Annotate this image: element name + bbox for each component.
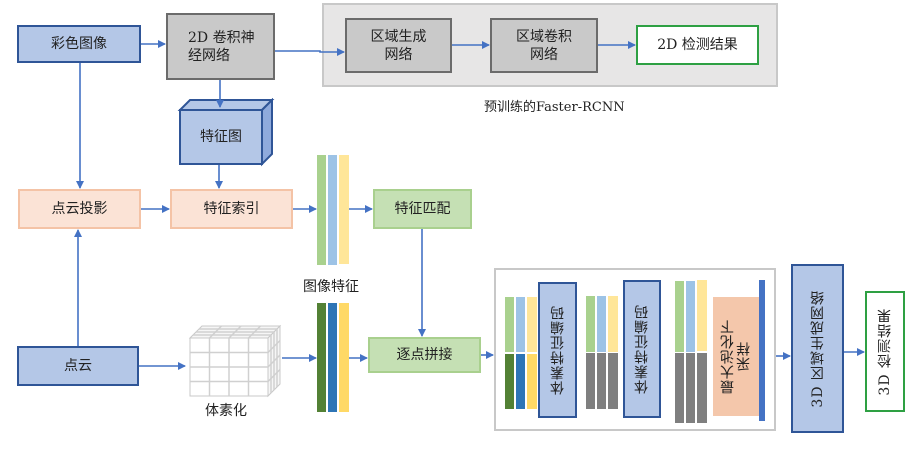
det-3d-node[interactable]: 3D 检测结果 xyxy=(865,291,905,412)
stack1-bar-lblue xyxy=(516,297,525,352)
stack1-bar-dgreen xyxy=(505,354,514,409)
feature-matching-node[interactable]: 特征匹配 xyxy=(373,189,472,229)
maxpool-output-bar xyxy=(759,280,765,421)
voxelization-caption: 体素化 xyxy=(205,403,247,419)
rcnn-node[interactable]: 区域卷积 网络 xyxy=(490,18,598,73)
stack2-bar-gray2 xyxy=(597,353,606,409)
pc-projection-node[interactable]: 点云投影 xyxy=(18,189,141,229)
stack2-bar-gray1 xyxy=(586,353,595,409)
stack2-bar-lblue xyxy=(597,296,606,352)
pointwise-concat-node[interactable]: 逐点拼接 xyxy=(368,337,481,373)
stack1-bar-lgreen xyxy=(505,297,514,352)
cnn-2d-line2: 经网络 xyxy=(188,47,230,64)
stack3-bar-lyellow xyxy=(697,280,707,351)
stack3-bar-gray2 xyxy=(686,353,695,423)
stack1-bar-dblue xyxy=(516,354,525,409)
image-feature-bar-yellow xyxy=(339,155,349,264)
voxel-encoder-2-node[interactable]: 体素特征编码 xyxy=(623,280,661,418)
rpn-line2: 网络 xyxy=(384,46,413,63)
image-feature-bar-green xyxy=(317,155,326,265)
stack2-bar-lgreen xyxy=(586,296,595,352)
point-feature-bar-blue xyxy=(328,303,337,412)
voxel-grid-icon xyxy=(188,324,282,398)
point-feature-bar-yellow xyxy=(339,303,349,412)
stack3-bar-gray1 xyxy=(675,353,684,423)
cnn-2d-line1: 2D 卷积神 xyxy=(188,29,255,46)
faster-rcnn-caption: 预训练的Faster-RCNN xyxy=(484,100,625,115)
wire-cnn-to-rpn xyxy=(275,48,345,56)
feature-map-cube-icon xyxy=(177,98,275,167)
voxel-encoder-1-node[interactable]: 体素特征编码 xyxy=(538,282,577,418)
rpn-line1: 区域生成 xyxy=(370,28,427,45)
cnn-2d-node[interactable]: 2D 卷积神 经网络 xyxy=(166,13,275,80)
point-cloud-node[interactable]: 点云 xyxy=(17,346,139,386)
stack3-bar-gray3 xyxy=(697,353,707,423)
stack2-bar-gray3 xyxy=(608,353,618,409)
rpn-node[interactable]: 区域生成 网络 xyxy=(345,18,452,73)
image-feature-bar-blue xyxy=(328,155,337,265)
rcnn-line1: 区域卷积 xyxy=(516,28,572,45)
color-image-node[interactable]: 彩色图像 xyxy=(17,25,141,63)
image-features-caption: 图像特征 xyxy=(303,279,359,295)
stack2-bar-lyellow xyxy=(608,296,618,352)
rcnn-line2: 网络 xyxy=(530,46,558,63)
rpn-3d-node[interactable]: 3D 区域生成网络 xyxy=(791,264,844,433)
feature-map-node[interactable]: 特征图 xyxy=(200,129,242,145)
det-2d-node[interactable]: 2D 检测结果 xyxy=(636,25,759,65)
stack1-bar-dyellow xyxy=(527,354,537,409)
stack1-bar-lyellow xyxy=(527,297,537,352)
stack3-bar-lblue xyxy=(686,281,695,352)
feature-index-node[interactable]: 特征索引 xyxy=(170,189,293,229)
maxpool-node[interactable]: 最大池化下 采样 xyxy=(713,297,759,416)
stack3-bar-lgreen xyxy=(675,281,684,352)
point-feature-bar-green xyxy=(317,303,326,412)
